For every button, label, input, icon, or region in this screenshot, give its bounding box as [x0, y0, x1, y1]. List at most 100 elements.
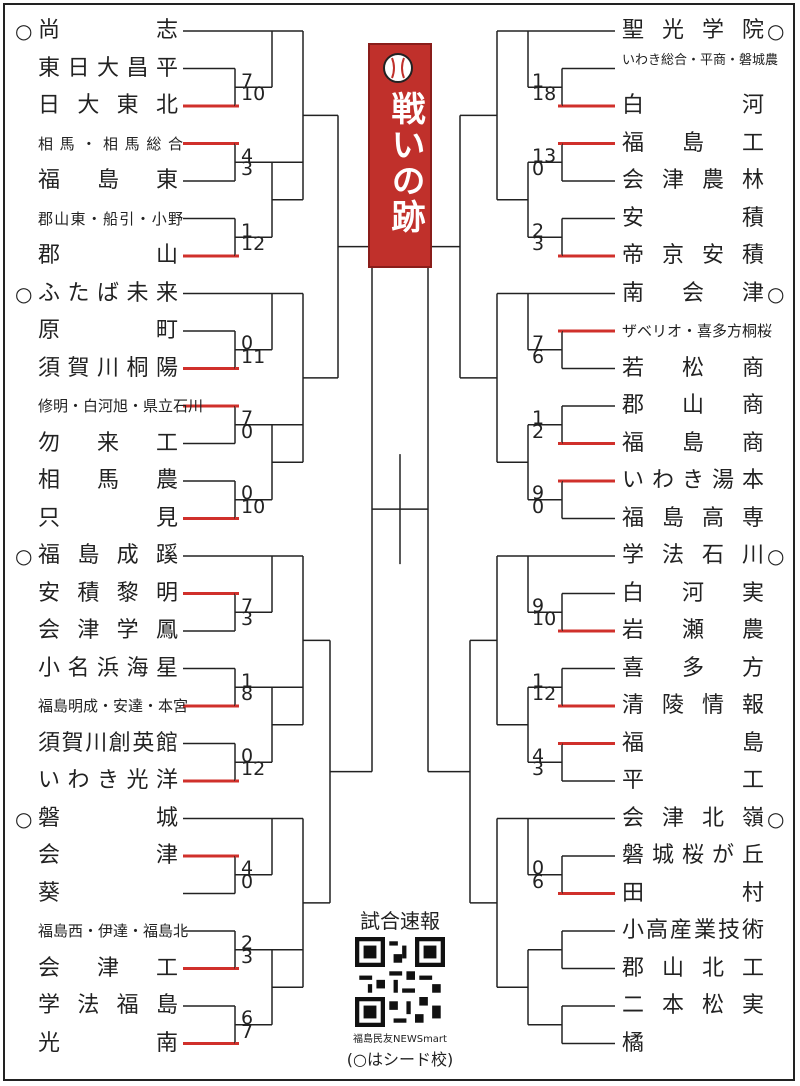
team-name: 相馬農	[38, 468, 178, 493]
team-name: 須賀川桐陽	[38, 355, 178, 381]
team-name: 岩瀬農	[622, 618, 764, 643]
team-name: 相馬・相馬総合	[38, 134, 183, 153]
qr-label: 試合速報	[360, 909, 440, 933]
team-name: 聖光学院	[622, 18, 764, 43]
seed-legend: (○はシード校)	[346, 1050, 454, 1069]
seed-mark: ○	[15, 19, 33, 43]
team-name: 平工	[622, 768, 764, 793]
score: 0	[241, 332, 254, 354]
team-name: 安積	[622, 205, 764, 231]
score: 11	[241, 345, 266, 368]
team-name: 光南	[38, 1030, 178, 1056]
seed-mark: ○	[15, 806, 33, 831]
team-name: 学法石川	[622, 543, 764, 568]
team-name: 東日大昌平	[38, 55, 178, 81]
team-name: 福島成蹊	[38, 543, 178, 568]
team-name: 南会津	[622, 280, 764, 306]
score: 3	[532, 233, 545, 255]
team-name: いわき総合・平商・磐城農	[622, 52, 779, 68]
team-name: 福島西・伊達・福島北	[38, 922, 189, 940]
score: 1	[532, 669, 545, 692]
score: 10	[241, 495, 266, 518]
team-name: 福島明成・安達・本宮	[38, 697, 189, 715]
team-name: 福島商	[622, 430, 764, 456]
team-name: 磐城桜が丘	[622, 843, 764, 868]
qr-code[interactable]	[355, 937, 445, 1027]
score: 7	[241, 407, 254, 429]
team-name: 会津農林	[622, 168, 764, 193]
team-name: 喜多方	[622, 655, 764, 681]
team-name: 会津北嶺	[622, 805, 764, 831]
team-name: いわき光洋	[38, 768, 178, 793]
seed-mark: ○	[767, 806, 785, 831]
score: 0	[241, 744, 254, 767]
score: 0	[532, 495, 545, 518]
team-name: ザベリオ・喜多方桐桜	[622, 322, 773, 340]
score: 10	[241, 83, 266, 105]
team-name: 安積黎明	[38, 580, 178, 606]
team-name: 修明・白河旭・県立石川	[38, 397, 204, 415]
page-title: 戦いの跡	[385, 91, 425, 235]
team-name: ふたば未来	[38, 280, 178, 306]
score: 3	[532, 758, 545, 780]
team-name: 磐城	[38, 805, 178, 831]
team-name: 白河	[622, 93, 764, 118]
team-name: 清陵情報	[622, 693, 764, 718]
team-name: 帝京安積	[622, 243, 764, 268]
score: 7	[241, 69, 254, 92]
score: 6	[532, 870, 545, 893]
score: 4	[241, 857, 254, 879]
team-name: 郡山北工	[622, 955, 764, 981]
team-name: 会津	[38, 843, 178, 868]
team-name: 学法福島	[38, 993, 178, 1018]
score: 12	[241, 758, 266, 780]
seed-mark: ○	[15, 544, 33, 568]
score: 6	[241, 1007, 254, 1029]
team-name: 須賀川創英館	[38, 730, 178, 756]
score: 4	[532, 744, 545, 767]
baseball-icon	[383, 53, 413, 83]
score: 0	[241, 420, 254, 443]
score: 13	[532, 144, 557, 167]
score: 2	[532, 420, 545, 443]
seed-mark: ○	[15, 281, 33, 306]
score: 1	[241, 669, 254, 692]
team-name: 福島東	[38, 168, 178, 193]
team-name: 原町	[38, 318, 178, 343]
page-frame	[3, 3, 795, 1081]
team-name: 二本松実	[622, 993, 764, 1018]
score: 7	[241, 1020, 254, 1043]
score: 0	[241, 482, 254, 504]
seed-mark: ○	[767, 281, 785, 306]
team-name: いわき湯本	[622, 468, 764, 493]
qr-brand: 福島民友NEWSmart	[353, 1034, 447, 1045]
score: 12	[241, 233, 266, 255]
score: 1	[532, 69, 545, 92]
score: 18	[532, 83, 557, 105]
team-name: 田村	[622, 880, 764, 906]
team-name: 白河実	[622, 580, 764, 606]
score: 7	[532, 332, 545, 354]
team-name: 会津学鳳	[38, 618, 178, 643]
team-name: 会津工	[38, 955, 178, 981]
score: 2	[241, 932, 254, 954]
team-name: 若松商	[622, 355, 764, 381]
score: 7	[241, 594, 254, 617]
team-name: 小高産業技術	[622, 918, 764, 943]
team-name: 小名浜海星	[38, 655, 178, 681]
team-name: 只見	[38, 505, 178, 531]
score: 2	[532, 219, 545, 242]
score: 4	[241, 144, 254, 167]
team-name: 日大東北	[38, 93, 178, 118]
team-name: 郡山東・船引・小野	[38, 209, 183, 228]
team-name: 葵	[38, 880, 61, 906]
score: 0	[532, 158, 545, 180]
score: 9	[532, 482, 545, 504]
score: 12	[532, 683, 557, 705]
team-name: 福島高専	[622, 505, 764, 531]
score: 10	[532, 608, 557, 630]
team-name: 福島	[622, 730, 764, 756]
team-name: 郡山	[38, 243, 178, 268]
team-name: 尚志	[38, 18, 178, 43]
